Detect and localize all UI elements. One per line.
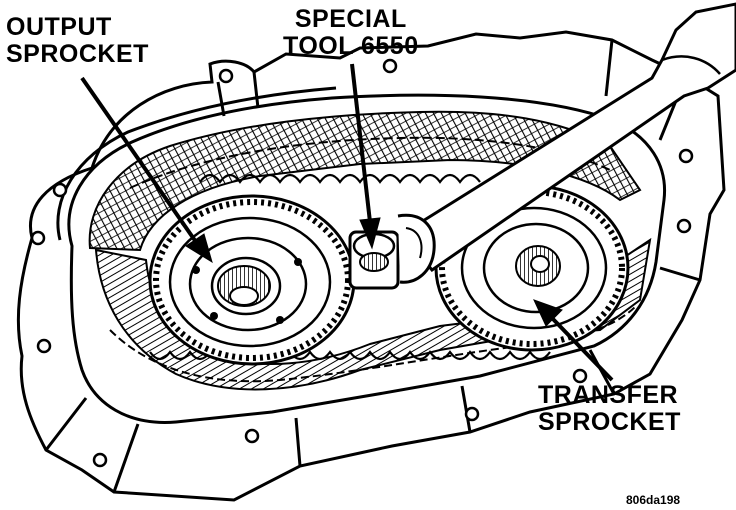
special-tool-label-line1: SPECIAL <box>294 5 407 33</box>
output-sprocket-arrow <box>80 76 198 244</box>
transfer-sprocket-label-line1: TRANSFER <box>538 381 679 409</box>
transfer-sprocket-label-line2: SPROCKET <box>538 408 681 436</box>
special-tool-label: SPECIAL TOOL 6550 <box>283 6 419 60</box>
special-tool-arrow <box>350 63 372 223</box>
output-sprocket-label-line2: SPROCKET <box>6 40 149 68</box>
output-sprocket-arrowhead <box>185 233 213 264</box>
figure-id: 806da198 <box>626 493 681 507</box>
leader-arrows <box>80 63 614 382</box>
transfer-sprocket-arrowhead <box>533 299 563 327</box>
transfer-sprocket-arrow <box>550 316 614 382</box>
transfer-sprocket-label: TRANSFER SPROCKET <box>538 382 681 436</box>
output-sprocket-label: OUTPUT SPROCKET <box>6 14 149 68</box>
special-tool-label-line2: TOOL 6550 <box>283 32 419 60</box>
case-bolt-holes <box>30 58 694 468</box>
output-sprocket-label-line1: OUTPUT <box>6 13 112 41</box>
special-tool-arrowhead <box>359 217 381 250</box>
case-housing <box>16 30 726 502</box>
